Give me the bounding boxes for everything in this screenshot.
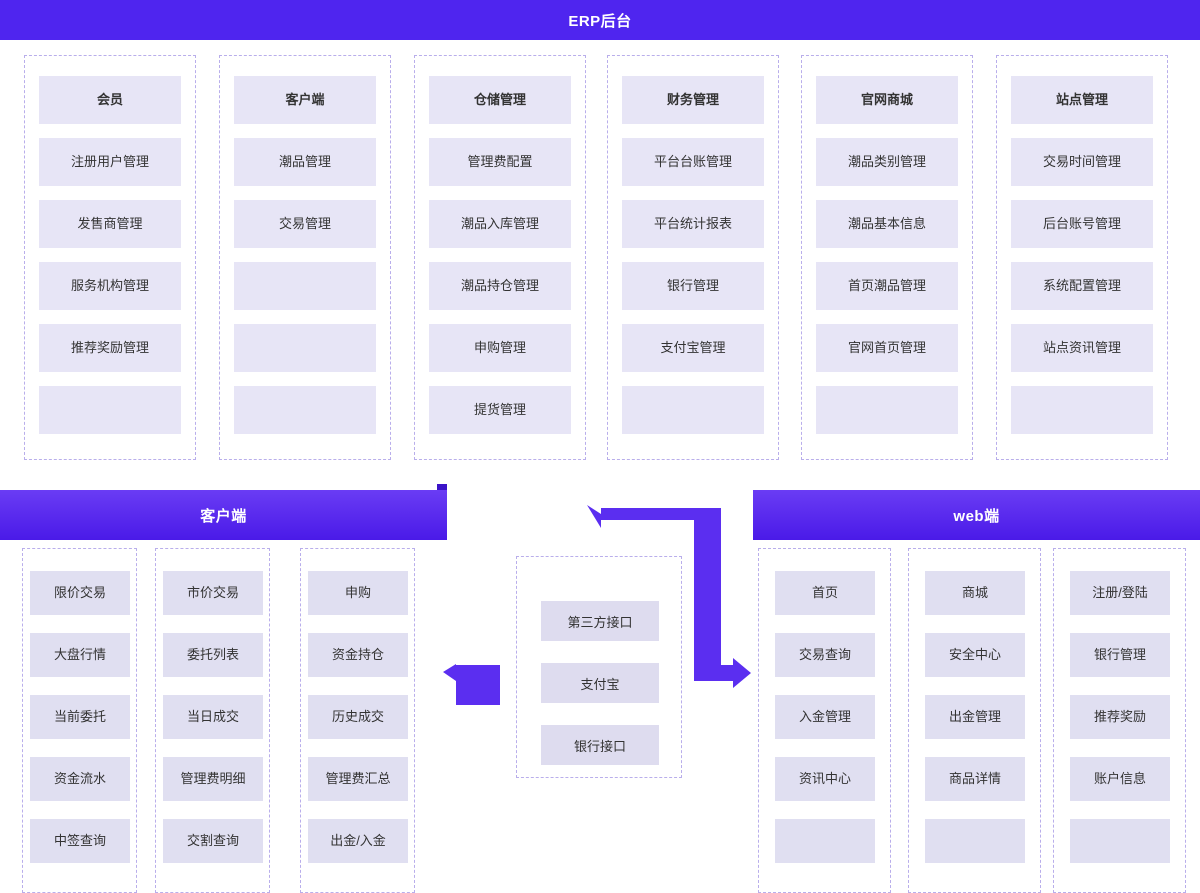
erp-menu-item[interactable]: 首页潮品管理 [816, 262, 958, 310]
client-menu-item[interactable]: 交割查询 [163, 819, 263, 863]
web-menu-item[interactable]: 商城 [925, 571, 1025, 615]
client-menu-item[interactable]: 大盘行情 [30, 633, 130, 677]
web-menu-item[interactable]: 商品详情 [925, 757, 1025, 801]
erp-menu-item[interactable]: 交易时间管理 [1011, 138, 1153, 186]
erp-menu-item-empty [39, 386, 181, 434]
erp-menu-item[interactable]: 管理费配置 [429, 138, 571, 186]
client-menu-item[interactable]: 当日成交 [163, 695, 263, 739]
web-column: 商城安全中心出金管理商品详情 [908, 548, 1041, 893]
web-column: 注册/登陆银行管理推荐奖励账户信息 [1053, 548, 1186, 893]
web-menu-item-empty [925, 819, 1025, 863]
client-banner-title: 客户端 [200, 507, 247, 525]
erp-column: 会员注册用户管理发售商管理服务机构管理推荐奖励管理 [24, 55, 196, 460]
interface-item[interactable]: 第三方接口 [541, 601, 659, 641]
client-menu-item[interactable]: 申购 [308, 571, 408, 615]
web-menu-item[interactable]: 账户信息 [1070, 757, 1170, 801]
web-menu-item[interactable]: 首页 [775, 571, 875, 615]
client-column: 限价交易大盘行情当前委托资金流水中签查询 [22, 548, 137, 893]
erp-banner-title: ERP后台 [568, 12, 632, 30]
client-menu-item[interactable]: 中签查询 [30, 819, 130, 863]
client-column: 市价交易委托列表当日成交管理费明细交割查询 [155, 548, 270, 893]
erp-menu-item[interactable]: 潮品类别管理 [816, 138, 958, 186]
erp-column: 站点管理交易时间管理后台账号管理系统配置管理站点资讯管理 [996, 55, 1168, 460]
erp-menu-item[interactable]: 银行管理 [622, 262, 764, 310]
client-banner-notch [437, 484, 447, 490]
client-menu-item[interactable]: 资金流水 [30, 757, 130, 801]
erp-column: 仓储管理管理费配置潮品入库管理潮品持仓管理申购管理提货管理 [414, 55, 586, 460]
client-menu-item[interactable]: 管理费明细 [163, 757, 263, 801]
erp-menu-item[interactable]: 系统配置管理 [1011, 262, 1153, 310]
erp-menu-item[interactable]: 支付宝管理 [622, 324, 764, 372]
erp-menu-item[interactable]: 交易管理 [234, 200, 376, 248]
web-menu-item-empty [1070, 819, 1170, 863]
web-menu-item[interactable]: 推荐奖励 [1070, 695, 1170, 739]
client-menu-item[interactable]: 管理费汇总 [308, 757, 408, 801]
third-party-interface-group: 第三方接口支付宝银行接口 [516, 556, 682, 778]
erp-column-header: 客户端 [234, 76, 376, 124]
web-menu-item[interactable]: 安全中心 [925, 633, 1025, 677]
erp-menu-item-empty [234, 262, 376, 310]
client-menu-item[interactable]: 资金持仓 [308, 633, 408, 677]
erp-column-header: 财务管理 [622, 76, 764, 124]
web-menu-item[interactable]: 注册/登陆 [1070, 571, 1170, 615]
erp-menu-item-empty [234, 324, 376, 372]
erp-menu-item[interactable]: 官网首页管理 [816, 324, 958, 372]
client-menu-item[interactable]: 限价交易 [30, 571, 130, 615]
erp-columns: 会员注册用户管理发售商管理服务机构管理推荐奖励管理客户端潮品管理交易管理仓储管理… [0, 55, 1200, 465]
erp-menu-item[interactable]: 平台统计报表 [622, 200, 764, 248]
client-menu-item[interactable]: 出金/入金 [308, 819, 408, 863]
web-banner: web端 [753, 490, 1200, 540]
erp-column: 财务管理平台台账管理平台统计报表银行管理支付宝管理 [607, 55, 779, 460]
client-menu-item[interactable]: 历史成交 [308, 695, 408, 739]
erp-menu-item-empty [1011, 386, 1153, 434]
web-menu-item[interactable]: 交易查询 [775, 633, 875, 677]
erp-menu-item[interactable]: 潮品持仓管理 [429, 262, 571, 310]
erp-column: 客户端潮品管理交易管理 [219, 55, 391, 460]
erp-column-header: 官网商城 [816, 76, 958, 124]
web-menu-item[interactable]: 资讯中心 [775, 757, 875, 801]
erp-banner: ERP后台 [0, 0, 1200, 40]
erp-menu-item[interactable]: 注册用户管理 [39, 138, 181, 186]
interface-item[interactable]: 支付宝 [541, 663, 659, 703]
erp-menu-item[interactable]: 推荐奖励管理 [39, 324, 181, 372]
client-column: 申购资金持仓历史成交管理费汇总出金/入金 [300, 548, 415, 893]
erp-menu-item[interactable]: 潮品入库管理 [429, 200, 571, 248]
interface-item[interactable]: 银行接口 [541, 725, 659, 765]
erp-menu-item-empty [622, 386, 764, 434]
erp-menu-item[interactable]: 后台账号管理 [1011, 200, 1153, 248]
erp-menu-item[interactable]: 平台台账管理 [622, 138, 764, 186]
client-menu-item[interactable]: 委托列表 [163, 633, 263, 677]
web-menu-item[interactable]: 银行管理 [1070, 633, 1170, 677]
erp-column-header: 站点管理 [1011, 76, 1153, 124]
web-menu-item[interactable]: 出金管理 [925, 695, 1025, 739]
client-menu-item[interactable]: 当前委托 [30, 695, 130, 739]
erp-menu-item[interactable]: 潮品基本信息 [816, 200, 958, 248]
erp-column-header: 会员 [39, 76, 181, 124]
erp-menu-item-empty [816, 386, 958, 434]
erp-menu-item[interactable]: 申购管理 [429, 324, 571, 372]
client-banner: 客户端 [0, 490, 447, 540]
web-menu-item-empty [775, 819, 875, 863]
erp-menu-item-empty [234, 386, 376, 434]
erp-menu-item[interactable]: 站点资讯管理 [1011, 324, 1153, 372]
erp-menu-item[interactable]: 服务机构管理 [39, 262, 181, 310]
erp-menu-item[interactable]: 潮品管理 [234, 138, 376, 186]
web-column: 首页交易查询入金管理资讯中心 [758, 548, 891, 893]
erp-column: 官网商城潮品类别管理潮品基本信息首页潮品管理官网首页管理 [801, 55, 973, 460]
erp-menu-item[interactable]: 提货管理 [429, 386, 571, 434]
erp-column-header: 仓储管理 [429, 76, 571, 124]
web-banner-title: web端 [953, 507, 1000, 525]
arrow-left-icon [443, 664, 500, 705]
erp-menu-item[interactable]: 发售商管理 [39, 200, 181, 248]
client-menu-item[interactable]: 市价交易 [163, 571, 263, 615]
web-menu-item[interactable]: 入金管理 [775, 695, 875, 739]
